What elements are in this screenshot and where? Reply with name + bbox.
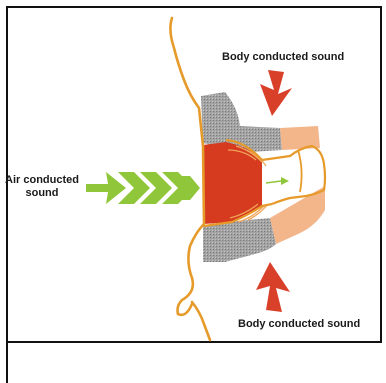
body-conducted-arrow-top	[260, 70, 292, 116]
air-conducted-arrow	[86, 172, 200, 204]
lower-tissue-region	[270, 186, 325, 244]
body-conducted-arrow-bottom	[256, 262, 290, 312]
inner-sound-arrow	[266, 177, 289, 185]
air-conducted-label: Air conducted sound	[4, 174, 80, 200]
outer-ear-lobe-hook	[178, 304, 192, 315]
body-conducted-label-bottom: Body conducted sound	[238, 318, 360, 330]
eardrum	[298, 150, 302, 192]
body-conducted-label-top: Body conducted sound	[222, 51, 344, 63]
